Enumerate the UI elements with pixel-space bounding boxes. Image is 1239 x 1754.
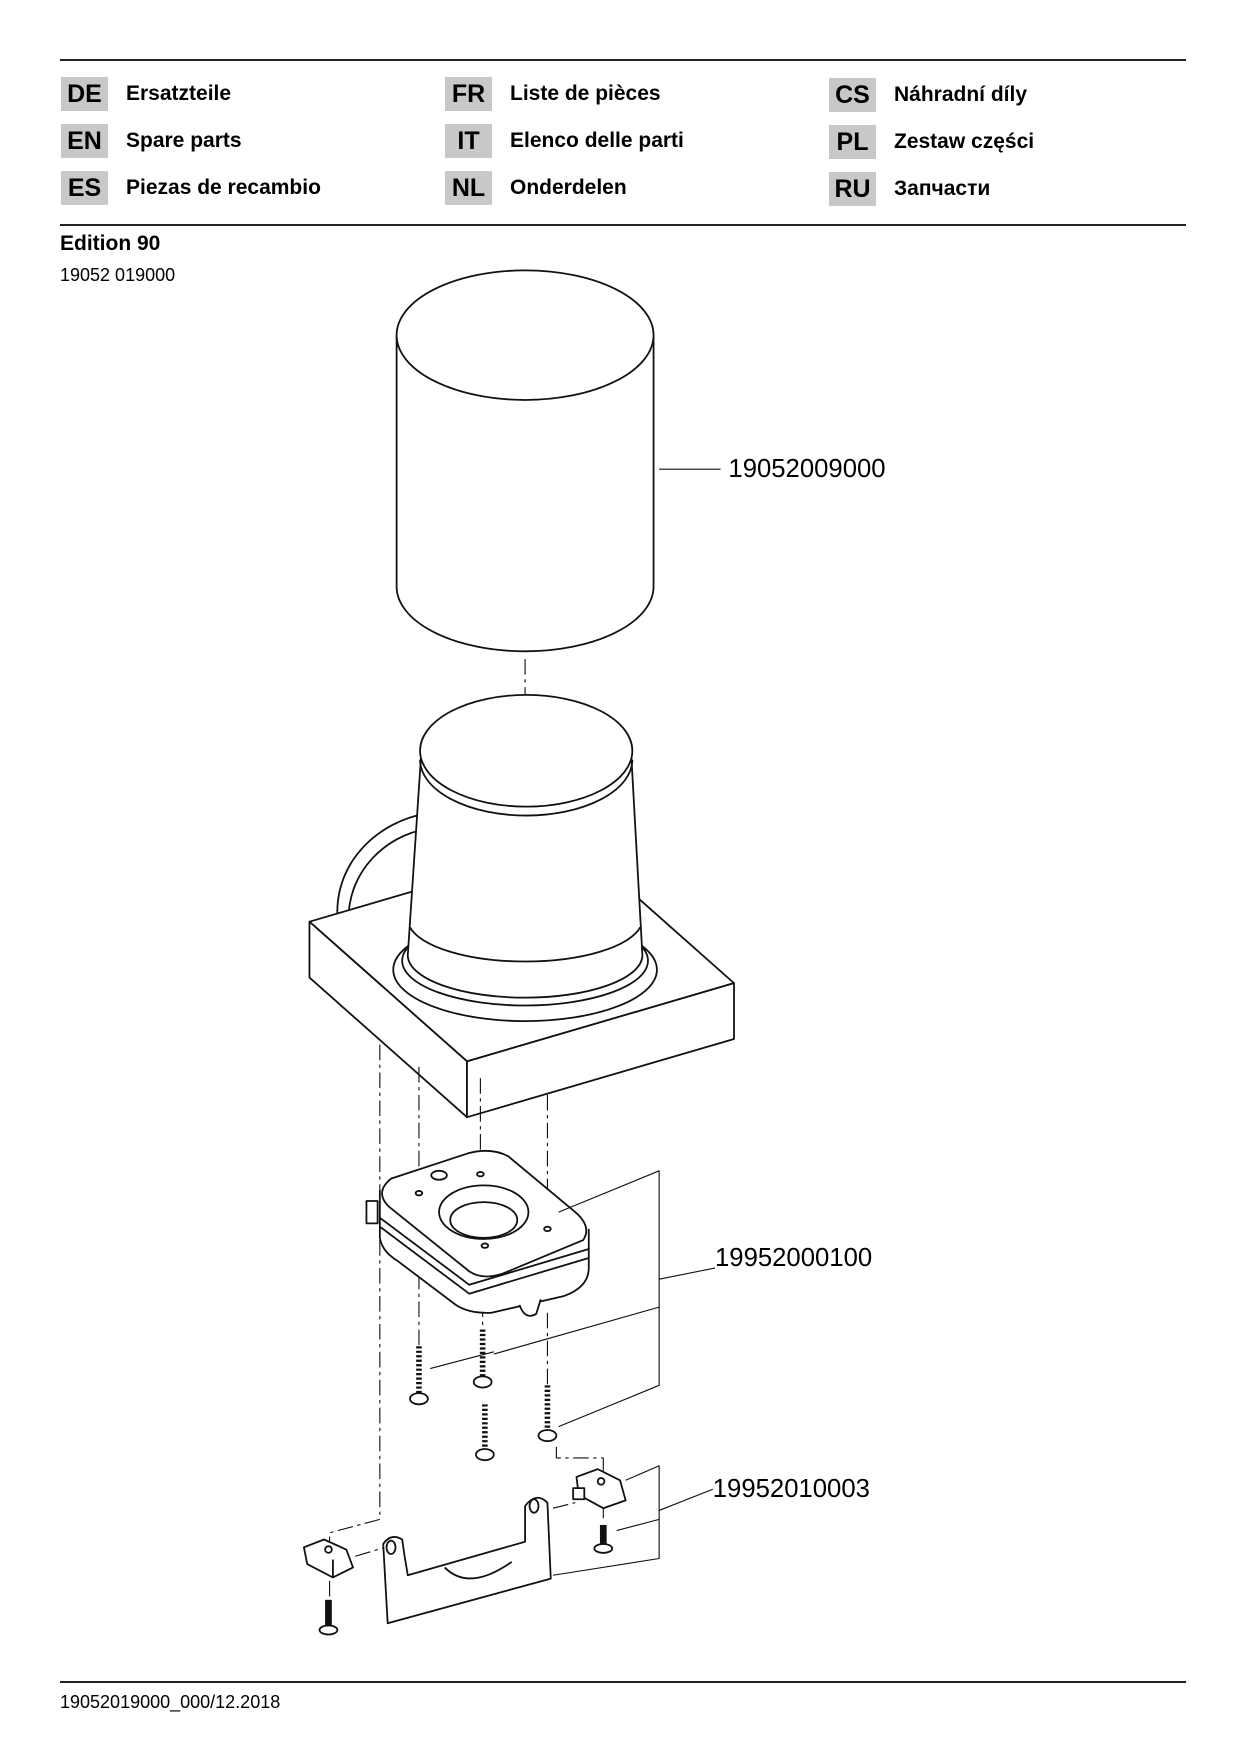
lang-label: Ersatzteile <box>126 82 232 105</box>
footer-rule <box>60 1681 1186 1683</box>
lang-code: DE <box>61 77 108 111</box>
lang-code: FR <box>445 77 492 111</box>
part-number-plate: 19952000100 <box>715 1244 872 1272</box>
lang-es: ES Piezas de recambio <box>61 171 321 205</box>
lang-code: RU <box>829 172 876 206</box>
lang-nl: NL Onderdelen <box>445 171 627 205</box>
lang-fr: FR Liste de pièces <box>445 77 661 111</box>
lang-en: EN Spare parts <box>61 124 242 158</box>
mounting-plate <box>365 1149 590 1317</box>
article-number: 19052 019000 <box>60 265 176 285</box>
lang-ru: RU Запчасти <box>829 172 990 206</box>
lang-code: PL <box>829 125 876 159</box>
lang-pl: PL Zestaw części <box>829 125 1034 159</box>
lang-code: ES <box>61 171 108 205</box>
lang-label: Zestaw części <box>894 130 1035 153</box>
part-number-glass: 19052009000 <box>728 455 885 483</box>
product-name: Edition 90 <box>60 232 161 255</box>
glass-part <box>395 269 655 653</box>
lang-code: NL <box>445 171 492 205</box>
lang-label: Náhradní díly <box>894 83 1028 106</box>
cup-holder <box>392 694 658 1023</box>
screws <box>409 1329 558 1462</box>
document-id: 19052019000_000/12.2018 <box>60 1692 281 1712</box>
lang-label: Liste de pièces <box>510 82 661 105</box>
lang-code: IT <box>445 124 492 158</box>
lang-it: IT Elenco delle parti <box>445 124 684 158</box>
lang-de: DE Ersatzteile <box>61 77 231 111</box>
lang-label: Onderdelen <box>510 176 627 199</box>
lang-code: EN <box>61 124 108 158</box>
header-rule <box>60 224 1186 226</box>
lang-code: CS <box>829 78 876 112</box>
lang-label: Piezas de recambio <box>126 176 321 199</box>
part-number-bracket: 19952010003 <box>713 1475 870 1503</box>
lang-cs: CS Náhradní díly <box>829 78 1027 112</box>
mounting-bracket <box>302 1468 627 1636</box>
top-rule <box>60 59 1186 61</box>
lang-label: Spare parts <box>126 129 242 152</box>
lang-label: Elenco delle parti <box>510 129 684 152</box>
lang-label: Запчасти <box>894 177 991 200</box>
